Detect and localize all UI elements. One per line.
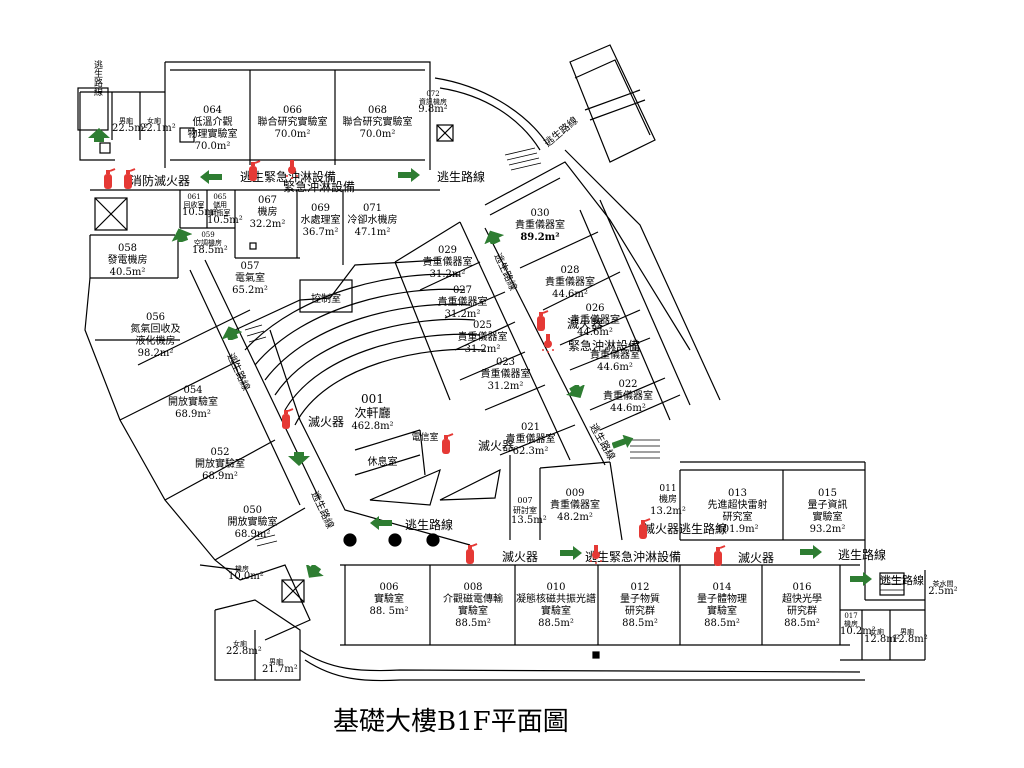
escape-route-label: 逃生路線	[405, 518, 454, 532]
extinguisher-label: 滅火器	[308, 415, 345, 429]
room-telecom: 電信室	[411, 433, 439, 443]
exit-arrow-icon	[305, 565, 324, 578]
exit-arrow-icon	[288, 452, 310, 466]
exit-arrow-icon	[200, 170, 222, 184]
exit-arrow-icon	[221, 326, 242, 340]
room-control: 控制室	[311, 294, 341, 305]
exit-arrow-icon	[370, 516, 392, 530]
fire-extinguisher-icon	[124, 168, 136, 189]
escape-route-label: 逃生路線	[437, 170, 486, 184]
exit-arrow-icon	[850, 572, 872, 586]
escape-shower-label: 逃生緊急沖淋設備	[240, 170, 337, 184]
exit-arrow-icon	[484, 230, 504, 244]
fire-extinguisher-icon	[249, 160, 261, 181]
emergency-shower-label: 緊急沖淋設備	[568, 339, 641, 353]
exit-arrow-icon	[566, 385, 586, 399]
emergency-shower-label: 緊急沖淋設備	[283, 180, 356, 194]
extinguisher-escape-label: 滅火器逃生路線	[643, 522, 728, 536]
fire-extinguisher-icon	[466, 543, 478, 564]
exit-arrow-icon	[612, 435, 634, 449]
fire-extinguisher-icon	[104, 168, 116, 189]
escape-route-label-vertical: 逃生路線	[92, 60, 102, 96]
emergency-shower-icon	[286, 160, 298, 179]
room-rest: 休息室	[367, 457, 398, 468]
emergency-shower-icon	[542, 334, 554, 353]
exit-arrow-icon	[171, 228, 192, 242]
fire-extinguisher-icon	[714, 545, 726, 566]
escape-shower-label: 逃生緊急沖淋設備	[585, 550, 682, 564]
escape-route-label: 逃生路線	[880, 574, 924, 587]
map-title: 基礎大樓B1F平面圖	[333, 707, 569, 737]
escape-route-label: 逃生路線	[838, 548, 887, 562]
extinguisher-label: 滅火器	[478, 439, 515, 453]
fire-extinguisher-label: 消防滅火器	[130, 174, 191, 188]
exit-arrow-icon	[800, 545, 822, 559]
extinguisher-label: 滅火器	[502, 550, 539, 564]
fire-extinguisher-icon	[537, 310, 549, 331]
exit-arrow-icon	[560, 546, 582, 560]
fire-extinguisher-icon	[639, 518, 651, 539]
exit-arrow-icon	[88, 128, 110, 142]
extinguisher-label: 滅火器	[738, 551, 775, 565]
extinguisher-label: 滅火器	[567, 317, 604, 331]
emergency-shower-icon	[590, 545, 602, 564]
fire-extinguisher-icon	[282, 408, 294, 429]
fire-extinguisher-icon	[442, 433, 454, 454]
exit-arrow-icon	[398, 168, 420, 182]
